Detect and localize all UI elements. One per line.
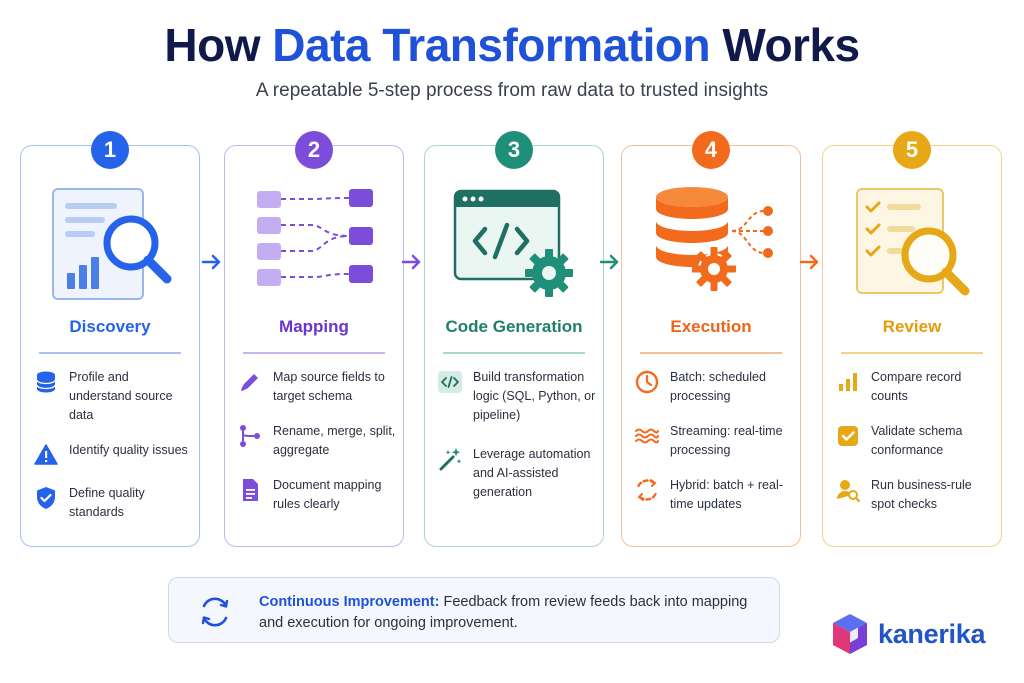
step-items: Build transformation logic (SQL, Python,… bbox=[437, 368, 597, 518]
step-number-badge: 4 bbox=[692, 131, 730, 169]
check-box-icon bbox=[838, 426, 858, 446]
list-item: Rename, merge, split, aggregate bbox=[237, 422, 397, 460]
title-tail: Works bbox=[722, 19, 860, 71]
footer-label: Continuous Improvement: bbox=[259, 594, 440, 610]
kanerika-logo: kanerika bbox=[830, 612, 985, 656]
list-item: Streaming: real-time processing bbox=[634, 422, 794, 460]
database-gear-icon bbox=[656, 187, 773, 291]
refresh-cycle-icon bbox=[201, 597, 229, 627]
list-item: Define quality standards bbox=[33, 484, 193, 522]
step-execution: 4 Execution bbox=[621, 131, 801, 547]
document-icon bbox=[243, 479, 258, 501]
arrow-right-icon bbox=[401, 254, 421, 270]
pencil-icon bbox=[241, 374, 258, 391]
checklist-magnifier-icon bbox=[856, 188, 970, 296]
page-title: How Data Transformation Works bbox=[0, 18, 1024, 72]
footer-description: Feedback from review feeds back into map… bbox=[259, 594, 748, 631]
merge-icon bbox=[240, 425, 260, 447]
item-text: Compare record counts bbox=[871, 370, 962, 403]
title-lead: How bbox=[164, 19, 260, 71]
list-item: Build transformation logic (SQL, Python,… bbox=[437, 368, 597, 425]
field-mapping-icon bbox=[257, 189, 373, 286]
step-mapping: 2 Mapping Map source fields to target sc… bbox=[224, 131, 404, 547]
item-text: Run business-rule spot checks bbox=[871, 478, 972, 511]
list-item: Profile and understand source data bbox=[33, 368, 193, 425]
page-subtitle: A repeatable 5-step process from raw dat… bbox=[255, 80, 769, 101]
list-item: Map source fields to target schema bbox=[237, 368, 397, 406]
item-text: Streaming: real-time processing bbox=[670, 424, 783, 457]
list-item: Identify quality issues bbox=[33, 441, 193, 468]
code-icon bbox=[438, 371, 462, 393]
item-text: Leverage automation and AI-assisted gene… bbox=[473, 447, 591, 499]
code-window-gear-icon bbox=[453, 189, 573, 297]
divider bbox=[39, 352, 181, 354]
item-text: Rename, merge, split, aggregate bbox=[273, 424, 396, 457]
step-title: Mapping bbox=[279, 317, 349, 336]
item-text: Identify quality issues bbox=[69, 443, 188, 457]
step-title: Discovery bbox=[69, 317, 151, 336]
magic-wand-icon bbox=[439, 448, 462, 471]
step-title: Execution bbox=[670, 317, 752, 336]
item-text: Define quality standards bbox=[69, 486, 145, 519]
item-text: Validate schema conformance bbox=[871, 424, 963, 457]
step-review: 5 Review Compare record counts Validate … bbox=[822, 131, 1002, 547]
list-item: Validate schema conformance bbox=[835, 422, 995, 460]
arrow-right-icon bbox=[599, 254, 619, 270]
arrow-right-icon bbox=[799, 254, 819, 270]
bar-chart-icon bbox=[839, 373, 857, 391]
user-search-icon bbox=[837, 480, 861, 503]
item-text: Map source fields to target schema bbox=[273, 370, 385, 403]
list-item: Hybrid: batch + real-time updates bbox=[634, 476, 794, 514]
step-title: Code Generation bbox=[445, 317, 583, 336]
step-number-badge: 1 bbox=[91, 131, 129, 169]
document-magnifier-icon bbox=[52, 188, 172, 300]
list-item: Document mapping rules clearly bbox=[237, 476, 397, 514]
step-items: Compare record counts Validate schema co… bbox=[835, 368, 995, 530]
step-title: Review bbox=[882, 317, 942, 336]
list-item: Compare record counts bbox=[835, 368, 995, 406]
item-text: Build transformation logic (SQL, Python,… bbox=[473, 370, 596, 422]
item-text: Profile and understand source data bbox=[69, 370, 173, 422]
list-item: Leverage automation and AI-assisted gene… bbox=[437, 445, 597, 502]
title-accent: Data Transformation bbox=[272, 19, 711, 71]
divider bbox=[243, 352, 385, 354]
footer-text: Continuous Improvement: Feedback from re… bbox=[259, 592, 759, 634]
warning-icon bbox=[34, 444, 58, 465]
step-items: Profile and understand source data Ident… bbox=[33, 368, 193, 538]
step-number-badge: 5 bbox=[893, 131, 931, 169]
item-text: Hybrid: batch + real-time updates bbox=[670, 478, 783, 511]
step-code-generation: 3 Code Generation bbox=[424, 131, 604, 547]
list-item: Run business-rule spot checks bbox=[835, 476, 995, 514]
logo-text: kanerika bbox=[878, 618, 986, 649]
arrow-right-icon bbox=[201, 254, 221, 270]
step-discovery: 1 Discovery Profile and understand sourc… bbox=[20, 131, 200, 547]
step-items: Map source fields to target schema Renam… bbox=[237, 368, 397, 530]
divider bbox=[640, 352, 782, 354]
step-items: Batch: scheduled processing Streaming: r… bbox=[634, 368, 794, 530]
list-item: Batch: scheduled processing bbox=[634, 368, 794, 406]
item-text: Document mapping rules clearly bbox=[273, 478, 382, 511]
database-icon bbox=[36, 371, 56, 393]
shield-check-icon bbox=[37, 487, 55, 509]
divider bbox=[841, 352, 983, 354]
step-number-badge: 2 bbox=[295, 131, 333, 169]
step-number-badge: 3 bbox=[495, 131, 533, 169]
continuous-improvement-banner: Continuous Improvement: Feedback from re… bbox=[168, 577, 780, 643]
waves-icon bbox=[635, 428, 659, 444]
hybrid-cycle-icon bbox=[636, 479, 658, 501]
clock-icon bbox=[635, 370, 659, 394]
kanerika-cube-icon bbox=[833, 614, 867, 654]
item-text: Batch: scheduled processing bbox=[670, 370, 766, 403]
divider bbox=[443, 352, 585, 354]
